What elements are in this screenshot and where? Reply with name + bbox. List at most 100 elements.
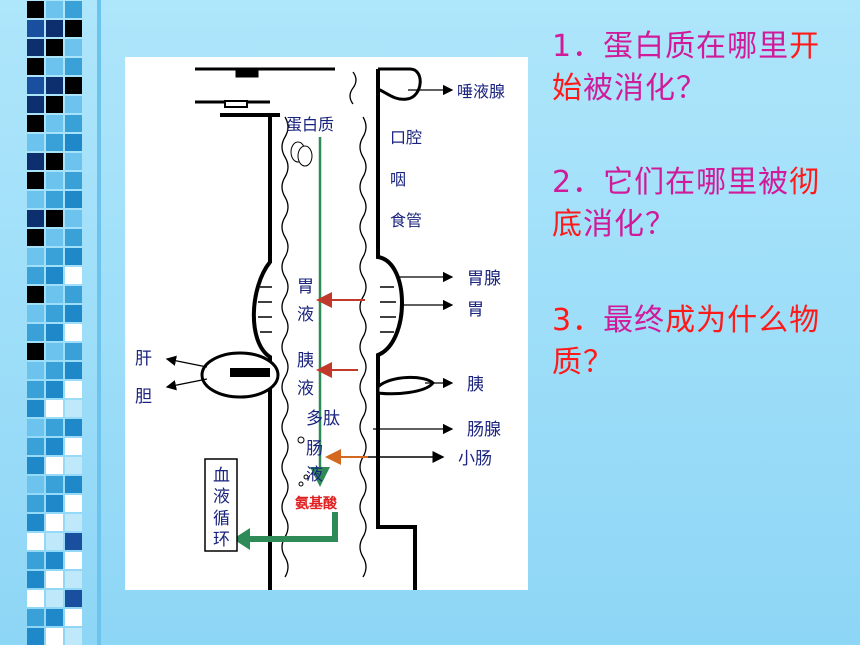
stripe-square: [46, 58, 63, 75]
stripe-square: [27, 609, 44, 626]
question-2: 2．它们在哪里被彻底消化？: [552, 165, 821, 242]
question-1: 1．蛋白质在哪里开始被消化？: [552, 29, 821, 106]
stripe-square: [65, 96, 82, 113]
tract-inner-lining: [281, 71, 367, 578]
stripe-square: [46, 419, 63, 436]
stripe-square: [27, 514, 44, 531]
stripe-square: [27, 552, 44, 569]
stripe-square: [65, 476, 82, 493]
stripe-square: [65, 229, 82, 246]
stripe-square: [65, 115, 82, 132]
stripe-square: [46, 495, 63, 512]
stripe-square: [65, 134, 82, 151]
label-blood-1: 血: [213, 466, 230, 486]
stripe-square: [46, 248, 63, 265]
stripe-square: [27, 210, 44, 227]
stripe-square: [27, 571, 44, 588]
stripe-square: [65, 438, 82, 455]
stripe-square: [27, 343, 44, 360]
label-gastric-juice-1: 胃: [297, 277, 314, 297]
stripe-square: [46, 552, 63, 569]
stripe-square: [46, 229, 63, 246]
stripe-square: [27, 172, 44, 189]
label-intestinal-juice-2: 液: [306, 465, 323, 485]
stripe-square: [65, 153, 82, 170]
stripe-square: [27, 286, 44, 303]
stripe-square: [27, 381, 44, 398]
stripe-square: [27, 153, 44, 170]
stripe-square: [27, 476, 44, 493]
stripe-square: [46, 96, 63, 113]
stripe-square: [27, 305, 44, 322]
stripe-square: [46, 267, 63, 284]
label-pancreas: 胰: [467, 375, 484, 395]
stripe-square: [65, 172, 82, 189]
label-blood-2: 液: [213, 487, 230, 507]
stripe-square: [46, 20, 63, 37]
stripe-square: [46, 39, 63, 56]
stripe-square: [65, 419, 82, 436]
stripe-square: [27, 1, 44, 18]
stripe-square: [65, 343, 82, 360]
label-polypeptide: 多肽: [306, 409, 340, 429]
stripe-square: [27, 533, 44, 550]
stripe-square: [65, 191, 82, 208]
stripe-square: [46, 514, 63, 531]
stripe-square: [65, 267, 82, 284]
stripe-square: [65, 457, 82, 474]
stripe-square: [27, 438, 44, 455]
label-blood-3: 循: [213, 509, 230, 529]
stripe-square: [46, 77, 63, 94]
decorative-stripe: [27, 1, 82, 645]
stripe-square: [27, 419, 44, 436]
stripe-square: [65, 590, 82, 607]
stripe-square: [27, 115, 44, 132]
label-blood-4: 环: [213, 530, 230, 550]
label-intestinal-gland: 肠腺: [467, 420, 501, 440]
stripe-square: [46, 457, 63, 474]
question-3: 3．最终成为什么物质？: [552, 303, 821, 380]
label-pancreatic-juice-1: 胰: [297, 351, 314, 371]
stripe-square: [27, 248, 44, 265]
stripe-square: [65, 381, 82, 398]
stripe-square: [46, 343, 63, 360]
stripe-square: [46, 381, 63, 398]
stripe-square: [27, 495, 44, 512]
stripe-square: [46, 571, 63, 588]
stripe-square: [65, 20, 82, 37]
stripe-square: [27, 96, 44, 113]
stripe-square: [65, 77, 82, 94]
stripe-square: [46, 476, 63, 493]
stripe-square: [46, 324, 63, 341]
label-liver: 肝: [135, 349, 152, 369]
stripe-square: [46, 115, 63, 132]
label-gallbladder: 胆: [135, 387, 152, 407]
stripe-square: [27, 457, 44, 474]
stripe-square: [27, 400, 44, 417]
stripe-square: [46, 1, 63, 18]
stripe-square: [46, 609, 63, 626]
stripe-square: [27, 324, 44, 341]
stripe-square: [46, 191, 63, 208]
stripe-square: [46, 172, 63, 189]
label-protein: 蛋白质: [286, 115, 334, 134]
stripe-square: [65, 514, 82, 531]
stripe-square: [27, 20, 44, 37]
stripe-square: [65, 39, 82, 56]
stripe-square: [46, 362, 63, 379]
stripe-square: [65, 305, 82, 322]
stripe-square: [65, 210, 82, 227]
absorption-arrow-body: [250, 512, 338, 542]
stripe-square: [65, 609, 82, 626]
stripe-square: [27, 267, 44, 284]
absorption-arrow-head: [233, 528, 250, 550]
stripe-square: [27, 134, 44, 151]
stripe-square: [46, 286, 63, 303]
stripe-square: [65, 248, 82, 265]
stripe-square: [46, 134, 63, 151]
protein-bubbles: [290, 141, 313, 487]
stripe-square: [46, 305, 63, 322]
stripe-square: [65, 552, 82, 569]
stripe-square: [27, 58, 44, 75]
stripe-square: [46, 533, 63, 550]
